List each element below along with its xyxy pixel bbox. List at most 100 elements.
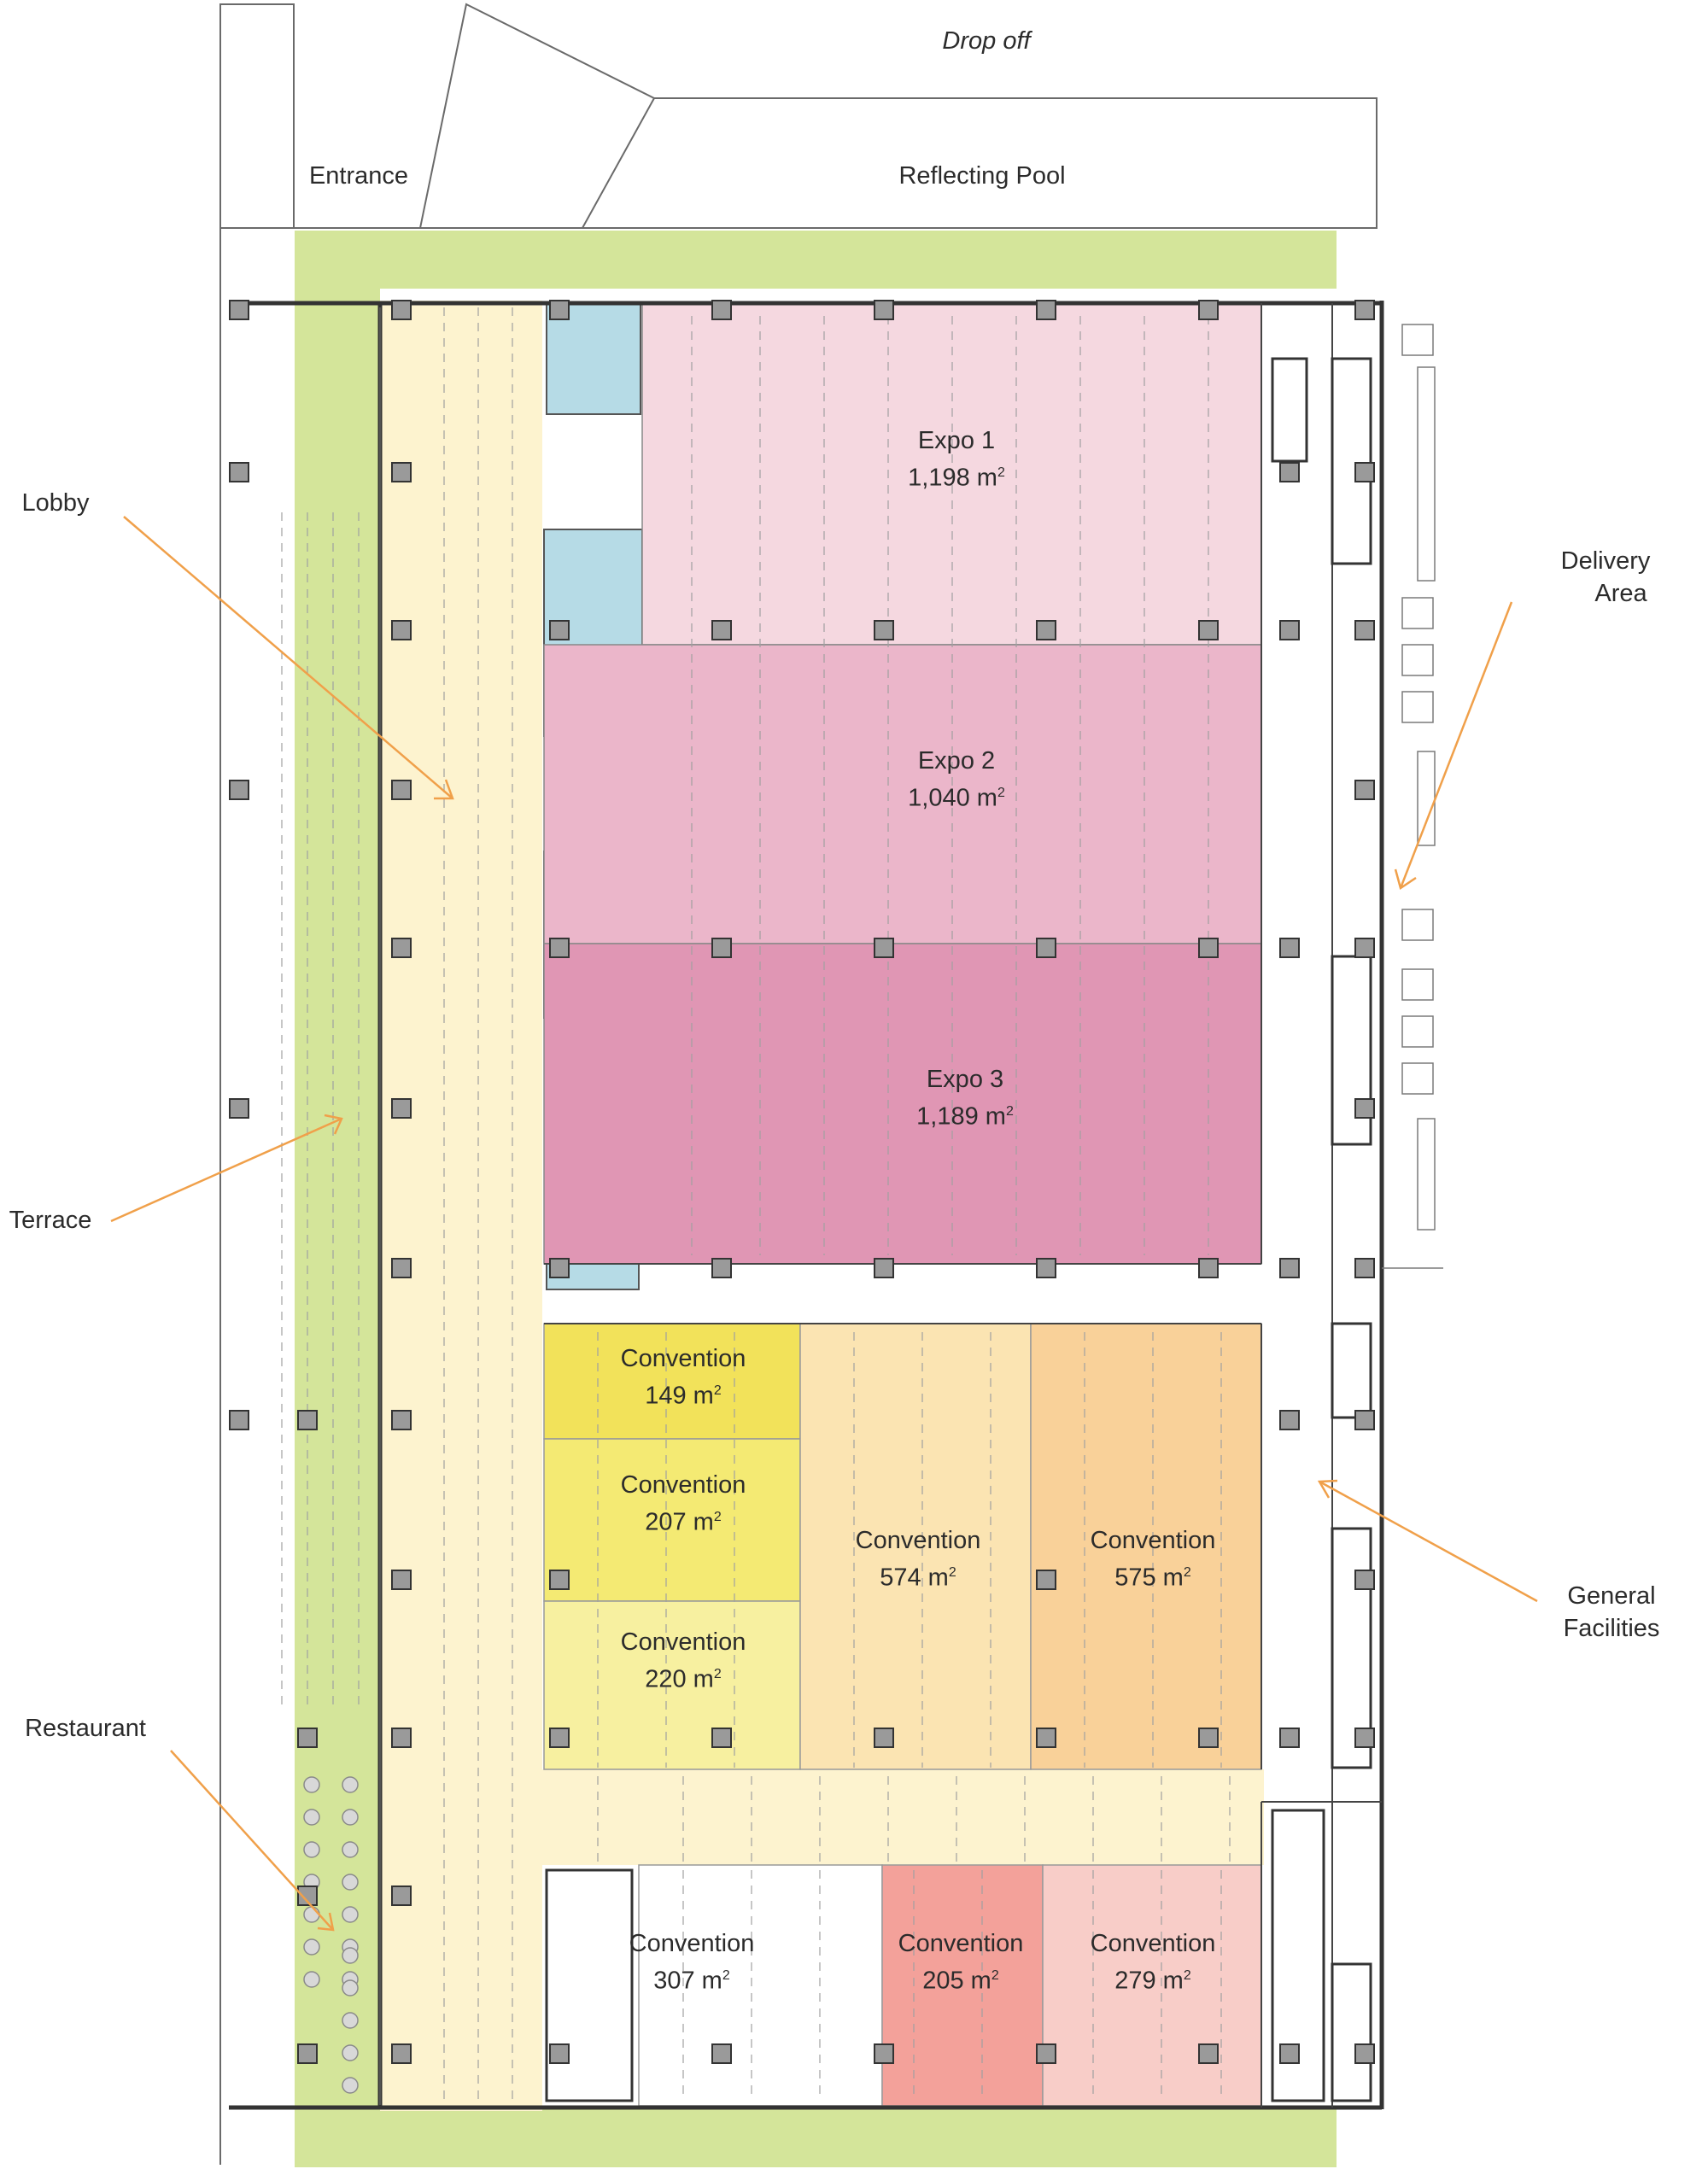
restaurant-arrowhead [317, 1912, 335, 1932]
restaurant-table [303, 1938, 320, 1956]
reflecting-pool-label: Reflecting Pool [898, 162, 1066, 190]
structural-column [1036, 2043, 1056, 2064]
conv307-label: Convention 307 m2 [606, 1927, 777, 1997]
structural-column [1354, 1728, 1375, 1748]
lobby-area [380, 301, 542, 2111]
structural-column [1198, 2043, 1219, 2064]
conv307-name: Convention [629, 1930, 755, 1957]
structural-column [391, 300, 412, 320]
expo2-name: Expo 2 [917, 747, 996, 775]
structural-column [391, 1728, 412, 1748]
structural-column [229, 1098, 249, 1119]
structural-column [1198, 620, 1219, 640]
restaurant-table [342, 2044, 359, 2061]
expo1-area: 1,198 m2 [908, 464, 1005, 492]
conv279-area: 279 m2 [1114, 1967, 1191, 1995]
conv205-area: 205 m2 [922, 1967, 999, 1995]
structural-columns [229, 300, 1375, 2064]
structural-column [1279, 620, 1300, 640]
structural-column [1036, 620, 1056, 640]
conv220-label: Convention 220 m2 [598, 1626, 769, 1696]
delivery-arrowhead [1394, 868, 1417, 891]
structural-column [1036, 300, 1056, 320]
structural-column [874, 938, 894, 958]
restaurant-table [342, 2012, 359, 2029]
back-of-house-rooms [545, 357, 1372, 2102]
restaurant-callout: Restaurant [25, 1715, 146, 1742]
structural-column [391, 620, 412, 640]
structural-column [1198, 1258, 1219, 1278]
structural-column [391, 462, 412, 482]
restaurant-table [303, 1971, 320, 1988]
facilities-arrow [1319, 1480, 1538, 1603]
structural-column [711, 2043, 732, 2064]
expo2-area: 1,040 m2 [908, 784, 1005, 812]
terrace-band-bottom [380, 2109, 1337, 2167]
conv207-label: Convention 207 m2 [598, 1469, 769, 1539]
structural-column [549, 938, 570, 958]
structural-column [1279, 462, 1300, 482]
expo2-label: Expo 2 1,040 m2 [871, 745, 1042, 815]
terrace-callout: Terrace [9, 1207, 92, 1234]
delivery-callout-line2: Area [1594, 580, 1647, 607]
conv575-room [1030, 1323, 1262, 1770]
structural-column [1354, 780, 1375, 800]
structural-column [297, 1410, 318, 1430]
lobby-arrow [123, 516, 453, 799]
structural-column [1354, 1570, 1375, 1590]
terrace-arrowhead [324, 1114, 343, 1135]
conv279-name: Convention [1090, 1930, 1216, 1957]
conv574-name: Convention [855, 1527, 981, 1554]
structural-column [874, 300, 894, 320]
structural-column [711, 1258, 732, 1278]
restaurant-arrow [170, 1750, 334, 1931]
structural-column [391, 938, 412, 958]
terrace-arrow [110, 1117, 342, 1223]
structural-column [297, 2043, 318, 2064]
conv205-name: Convention [898, 1930, 1024, 1957]
delivery-bays [1382, 324, 1443, 1269]
structural-column [1279, 2043, 1300, 2064]
structural-column [1198, 300, 1219, 320]
expo3-label: Expo 3 1,189 m2 [880, 1063, 1050, 1133]
structural-column [1036, 1570, 1056, 1590]
structural-column [1279, 1728, 1300, 1748]
restaurant-table [342, 1906, 359, 1923]
structural-column [549, 1570, 570, 1590]
structural-column [229, 462, 249, 482]
conv149-area: 149 m2 [645, 1382, 722, 1410]
conv279-room [1042, 1864, 1262, 2107]
restaurant-table [303, 1809, 320, 1826]
structural-column [549, 620, 570, 640]
delivery-callout-line1: Delivery [1560, 547, 1651, 575]
restaurant-table [303, 1906, 320, 1923]
structural-column [1354, 938, 1375, 958]
structural-column [1279, 1258, 1300, 1278]
structural-column [549, 1258, 570, 1278]
conv575-label: Convention 575 m2 [1068, 1524, 1238, 1594]
delivery-arrow [1399, 601, 1513, 889]
structural-column [391, 1570, 412, 1590]
expo1-label: Expo 1 1,198 m2 [871, 424, 1042, 494]
conv207-name: Convention [620, 1471, 746, 1499]
structural-column [391, 2043, 412, 2064]
structural-column [391, 1258, 412, 1278]
structural-column [874, 2043, 894, 2064]
structural-column [229, 300, 249, 320]
structural-column [874, 1258, 894, 1278]
conv279-label: Convention 279 m2 [1068, 1927, 1238, 1997]
conv205-room [881, 1864, 1044, 2107]
structural-column [874, 1728, 894, 1748]
structural-column [549, 300, 570, 320]
delivery-callout: Delivery Area [1554, 545, 1657, 610]
lobby-corridor-horizontal [542, 1769, 1264, 1865]
structural-column [1036, 1258, 1056, 1278]
structural-column [229, 780, 249, 800]
restaurant-table [342, 1979, 359, 1997]
structural-column [391, 1885, 412, 1906]
structural-column [1036, 938, 1056, 958]
expo3-name: Expo 3 [926, 1066, 1004, 1093]
conv205-label: Convention 205 m2 [875, 1927, 1046, 1997]
restaurant-table [342, 1776, 359, 1793]
